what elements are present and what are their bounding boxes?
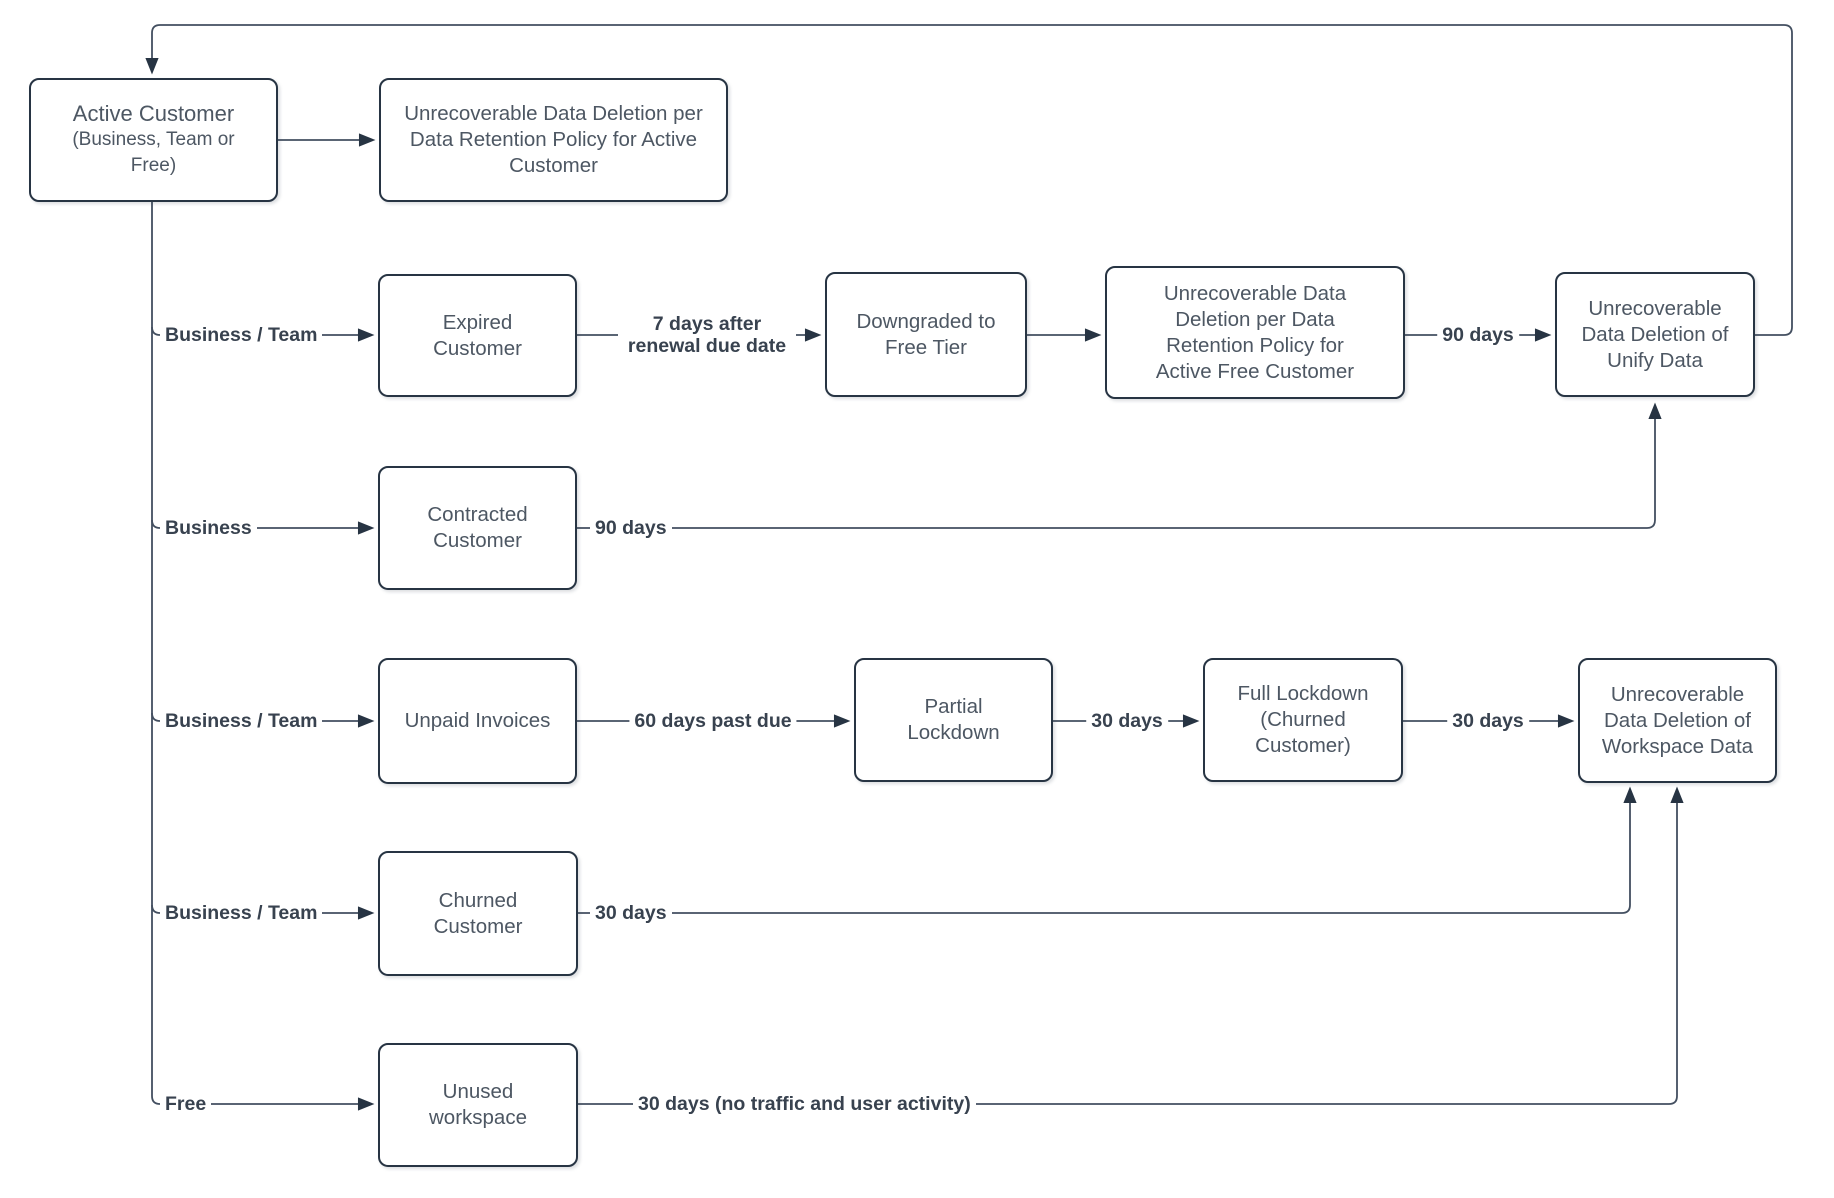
node-partial-lockdown: Partial Lockdown bbox=[854, 658, 1053, 782]
edge-unify-loop-to-active bbox=[145, 24, 1793, 336]
edge-label-30-days-partial: 30 days bbox=[1086, 709, 1168, 733]
node-active-customer-title: Active Customer bbox=[72, 101, 235, 126]
edge-branch-business-team-expired bbox=[151, 326, 375, 342]
edge-label-7-days-after-renewal: 7 days after renewal due date bbox=[618, 312, 796, 358]
node-downgraded-free-tier: Downgraded to Free Tier bbox=[825, 272, 1027, 397]
edge-trunk-and-free-branch bbox=[151, 202, 375, 1111]
edge-label-free: Free bbox=[160, 1092, 212, 1116]
edge-label-90-days-contracted: 90 days bbox=[590, 516, 672, 540]
edge-label-business-team-unpaid: Business / Team bbox=[160, 709, 323, 733]
node-full-lockdown-churned: Full Lockdown (Churned Customer) bbox=[1203, 658, 1403, 782]
node-active-customer-subtitle: (Business, Team or Free) bbox=[72, 129, 235, 176]
node-deletion-workspace-data: Unrecoverable Data Deletion of Workspace… bbox=[1578, 658, 1777, 783]
edge-branch-business-team-unpaid bbox=[151, 712, 375, 728]
node-expired-customer: Expired Customer bbox=[378, 274, 577, 397]
node-unpaid-invoices: Unpaid Invoices bbox=[378, 658, 577, 784]
edge-label-60-days-past-due: 60 days past due bbox=[629, 709, 797, 733]
node-unused-workspace: Unused workspace bbox=[378, 1043, 578, 1167]
edge-contracted-to-unify bbox=[577, 402, 1662, 529]
edge-label-30-days-full: 30 days bbox=[1447, 709, 1529, 733]
edge-label-90-days-free: 90 days bbox=[1437, 323, 1519, 347]
node-contracted-customer: Contracted Customer bbox=[378, 466, 577, 590]
node-churned-customer: Churned Customer bbox=[378, 851, 578, 976]
edge-label-business: Business bbox=[160, 516, 257, 540]
edge-label-business-team-expired: Business / Team bbox=[160, 323, 323, 347]
node-active-customer: Active Customer (Business, Team or Free) bbox=[29, 78, 278, 202]
edge-branch-business-team-churned bbox=[151, 904, 375, 920]
node-deletion-unify-data: Unrecoverable Data Deletion of Unify Dat… bbox=[1555, 272, 1755, 397]
edge-unused-to-deletion-workspace bbox=[578, 786, 1684, 1105]
edge-label-30-days-churned: 30 days bbox=[590, 901, 672, 925]
edge-label-business-team-churned: Business / Team bbox=[160, 901, 323, 925]
edge-label-30-days-no-traffic: 30 days (no traffic and user activity) bbox=[633, 1092, 976, 1116]
edge-churned-to-deletion-workspace bbox=[578, 786, 1637, 914]
edge-branch-business-contracted bbox=[151, 519, 375, 535]
node-deletion-active-customer: Unrecoverable Data Deletion per Data Ret… bbox=[379, 78, 728, 202]
node-deletion-active-free-customer: Unrecoverable Data Deletion per Data Ret… bbox=[1105, 266, 1405, 399]
